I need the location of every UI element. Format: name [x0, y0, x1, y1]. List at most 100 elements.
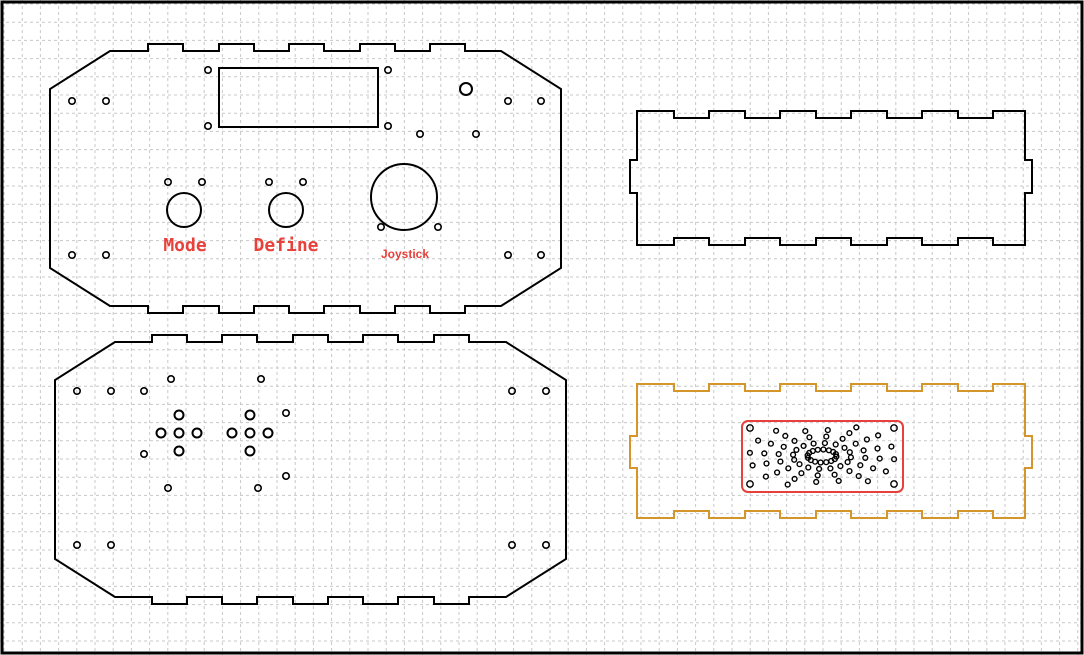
bottom-panel [54, 334, 567, 605]
mount-hole [264, 178, 273, 187]
speaker-hole [761, 450, 768, 457]
mount-hole [254, 483, 263, 492]
speaker-hole [810, 440, 817, 447]
mount-hole [507, 386, 516, 395]
speaker-hole [874, 432, 882, 439]
speaker-hole [813, 478, 820, 486]
speaker-hole [823, 459, 830, 466]
speaker-hole [814, 446, 821, 453]
mount-hole [507, 540, 516, 549]
speaker-hole [746, 449, 754, 456]
speaker-hole [846, 449, 853, 456]
led-hole [459, 82, 473, 96]
mount-hole [140, 386, 149, 395]
speaker-hole [784, 481, 791, 488]
speaker-hole [821, 440, 829, 447]
speaker-hole [815, 465, 823, 473]
speaker-hole [749, 462, 756, 469]
mount-hole [298, 178, 307, 187]
mount-hole [503, 97, 512, 106]
mount-hole [536, 97, 545, 106]
speaker-hole [806, 434, 813, 441]
speaker-hole [789, 451, 797, 458]
speaker-hole [876, 455, 883, 462]
speaker-hole [832, 441, 839, 448]
mount-hole [204, 122, 213, 131]
mount-hole [73, 540, 82, 549]
mount-hole [167, 374, 176, 383]
speaker-hole [754, 437, 762, 444]
side-panel-plain [629, 110, 1033, 246]
speaker-hole [832, 451, 840, 458]
button-hole [173, 409, 185, 421]
side-panel-speaker-outline [629, 383, 1033, 519]
speaker-hole [864, 478, 872, 485]
button-hole [244, 445, 256, 457]
speaker-hole [839, 435, 846, 442]
speaker-hole [772, 427, 780, 434]
speaker-hole [890, 456, 898, 463]
mount-hole [68, 251, 77, 260]
side-panel-plain-outline [629, 110, 1033, 246]
bottom-panel-outline [54, 334, 567, 605]
speaker-hole [780, 443, 787, 450]
button-hole [244, 409, 256, 421]
joystick-hole [370, 163, 438, 231]
speaker-hole [802, 428, 809, 435]
speaker-hole [793, 446, 800, 454]
mount-hole [198, 178, 207, 187]
speaker-hole [846, 468, 853, 475]
speaker-hole [763, 460, 770, 467]
speaker-hole [782, 432, 789, 440]
mount-hole [503, 251, 512, 260]
speaker-hole [796, 461, 803, 468]
speaker-hole [777, 458, 784, 465]
speaker-hole [824, 427, 831, 434]
speaker-hole [853, 424, 860, 431]
speaker-hole [767, 440, 775, 447]
speaker-hole [775, 451, 782, 458]
top-panel: Mode Define Joystick [49, 43, 562, 314]
button-hole [244, 427, 256, 439]
speaker-hole [785, 465, 792, 472]
speaker-hole [746, 480, 754, 488]
mount-hole [415, 130, 424, 139]
mount-hole [256, 374, 265, 383]
mount-hole [383, 66, 392, 75]
mount-hole [73, 386, 82, 395]
top-panel-outline [49, 43, 562, 314]
speaker-hole [837, 463, 844, 470]
mount-hole [164, 178, 173, 187]
mode-button-hole [166, 192, 202, 228]
mount-hole [102, 251, 111, 260]
mount-hole [541, 386, 550, 395]
speaker-hole [862, 454, 869, 462]
speaker-hole [791, 437, 798, 445]
speaker-hole [874, 445, 881, 452]
mount-hole [433, 223, 442, 232]
joystick-label: Joystick [381, 247, 429, 261]
speaker-hole [746, 424, 754, 432]
speaker-hole [805, 464, 812, 471]
speaker-hole [852, 440, 859, 447]
speaker-hole [762, 473, 770, 480]
speaker-hole [846, 430, 853, 437]
speaker-hole [869, 465, 877, 472]
speaker-area [741, 420, 904, 493]
mount-hole [281, 471, 290, 480]
lcd-window [218, 67, 379, 128]
button-hole [173, 427, 185, 439]
mount-hole [383, 122, 392, 131]
speaker-hole [791, 475, 798, 483]
speaker-hole [844, 459, 851, 466]
speaker-hole [890, 480, 898, 488]
define-label: Define [253, 235, 318, 256]
mount-hole [376, 223, 385, 232]
speaker-hole [820, 446, 827, 453]
speaker-hole [890, 424, 898, 432]
mount-hole [107, 540, 116, 549]
speaker-hole [827, 465, 834, 472]
mode-label: Mode [163, 235, 207, 256]
